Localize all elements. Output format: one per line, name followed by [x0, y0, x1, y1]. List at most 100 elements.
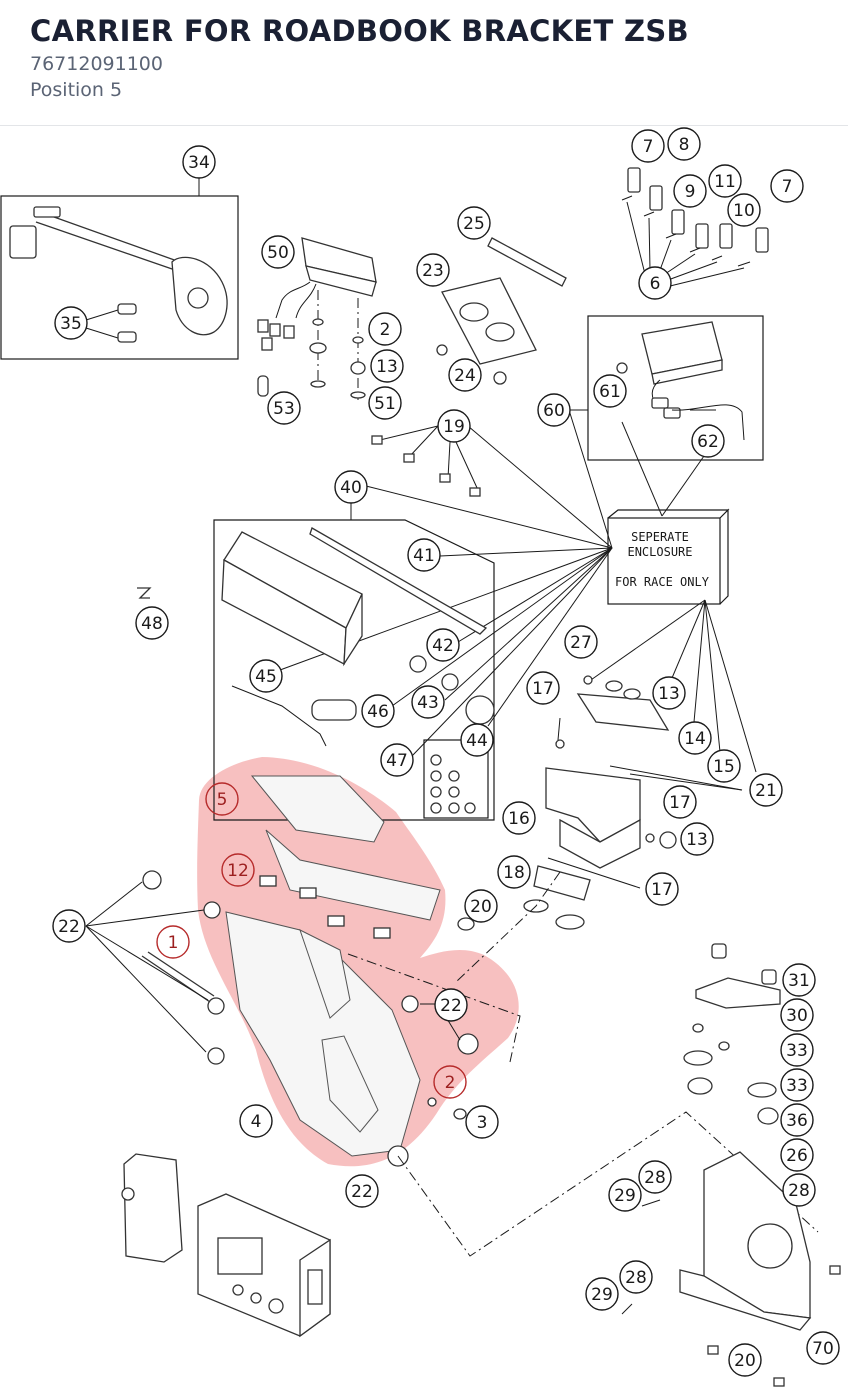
position-label: Position 5: [30, 79, 123, 101]
callout-20[interactable]: 20: [728, 1343, 762, 1377]
callout-30[interactable]: 30: [780, 998, 814, 1032]
callout-21[interactable]: 21: [749, 773, 783, 807]
callout-number: 47: [386, 751, 408, 771]
callout-13[interactable]: 13: [652, 676, 686, 710]
callout-40[interactable]: 40: [334, 470, 368, 504]
callout-25[interactable]: 25: [457, 206, 491, 240]
callout-number: 17: [532, 679, 554, 699]
callout-17[interactable]: 17: [663, 785, 697, 819]
callout-7[interactable]: 7: [770, 169, 804, 203]
callout-number: 20: [734, 1351, 756, 1371]
callout-number: 46: [367, 702, 389, 722]
callout-28[interactable]: 28: [782, 1173, 816, 1207]
callout-5[interactable]: 5: [205, 782, 239, 816]
callout-28[interactable]: 28: [619, 1260, 653, 1294]
part-5-carrier-drawing: [85, 775, 819, 1257]
callout-number: 36: [786, 1111, 808, 1131]
callout-62[interactable]: 62: [691, 424, 725, 458]
callout-22[interactable]: 22: [434, 988, 468, 1022]
callout-60[interactable]: 60: [537, 393, 571, 427]
callout-number: 18: [503, 863, 525, 883]
callout-70[interactable]: 70: [806, 1331, 840, 1365]
callout-41[interactable]: 41: [407, 538, 441, 572]
callout-number: 27: [570, 633, 592, 653]
callout-number: 33: [786, 1076, 808, 1096]
callout-13[interactable]: 13: [370, 349, 404, 383]
callout-2[interactable]: 2: [433, 1065, 467, 1099]
part-number: 76712091100: [30, 53, 163, 75]
callout-28[interactable]: 28: [638, 1160, 672, 1194]
callout-number: 19: [443, 417, 465, 437]
callout-31[interactable]: 31: [782, 963, 816, 997]
callout-33[interactable]: 33: [780, 1068, 814, 1102]
callout-61[interactable]: 61: [593, 374, 627, 408]
part-34-switch-group: [0, 178, 239, 360]
callout-15[interactable]: 15: [707, 749, 741, 783]
callout-number: 53: [273, 399, 295, 419]
callout-number: 22: [58, 917, 80, 937]
callout-11[interactable]: 11: [708, 164, 742, 198]
callout-27[interactable]: 27: [564, 625, 598, 659]
callout-6[interactable]: 6: [638, 266, 672, 300]
callout-2[interactable]: 2: [368, 312, 402, 346]
note-line-3: FOR RACE ONLY: [615, 575, 710, 589]
callout-number: 43: [417, 693, 439, 713]
callout-29[interactable]: 29: [585, 1277, 619, 1311]
callout-35[interactable]: 35: [54, 306, 88, 340]
callout-14[interactable]: 14: [678, 721, 712, 755]
callout-number: 44: [466, 731, 488, 751]
callout-17[interactable]: 17: [645, 872, 679, 906]
callout-53[interactable]: 53: [267, 391, 301, 425]
part-60-electronics-group: [568, 315, 764, 549]
callout-46[interactable]: 46: [361, 694, 395, 728]
callout-number: 25: [463, 214, 485, 234]
callout-number: 23: [422, 261, 444, 281]
callout-16[interactable]: 16: [502, 801, 536, 835]
callout-26[interactable]: 26: [780, 1138, 814, 1172]
callout-23[interactable]: 23: [416, 253, 450, 287]
callout-34[interactable]: 34: [182, 145, 216, 179]
part-6-connector-group: [621, 167, 769, 287]
callout-24[interactable]: 24: [448, 358, 482, 392]
callout-number: 48: [141, 614, 163, 634]
callout-22[interactable]: 22: [345, 1174, 379, 1208]
callout-12[interactable]: 12: [221, 853, 255, 887]
callout-number: 50: [267, 243, 289, 263]
callout-20[interactable]: 20: [464, 889, 498, 923]
callout-13[interactable]: 13: [680, 822, 714, 856]
callout-9[interactable]: 9: [673, 174, 707, 208]
callout-4[interactable]: 4: [239, 1104, 273, 1138]
callout-number: 28: [788, 1181, 810, 1201]
callout-number: 28: [625, 1268, 647, 1288]
callout-51[interactable]: 51: [368, 386, 402, 420]
callout-43[interactable]: 43: [411, 685, 445, 719]
callout-1[interactable]: 1: [156, 925, 190, 959]
callout-number: 6: [650, 274, 661, 294]
callout-10[interactable]: 10: [727, 193, 761, 227]
callout-50[interactable]: 50: [261, 235, 295, 269]
callout-22[interactable]: 22: [52, 909, 86, 943]
callout-number: 15: [713, 757, 735, 777]
callout-44[interactable]: 44: [460, 723, 494, 757]
part-19-screws: [371, 425, 481, 497]
callout-45[interactable]: 45: [249, 659, 283, 693]
callout-number: 29: [614, 1186, 636, 1206]
callout-number: 31: [788, 971, 810, 991]
callout-8[interactable]: 8: [667, 127, 701, 161]
callout-29[interactable]: 29: [608, 1178, 642, 1212]
callout-number: 28: [644, 1168, 666, 1188]
callout-18[interactable]: 18: [497, 855, 531, 889]
callout-17[interactable]: 17: [526, 671, 560, 705]
callout-3[interactable]: 3: [465, 1105, 499, 1139]
roadbook-controller-devices: [121, 1153, 331, 1338]
callout-number: 20: [470, 897, 492, 917]
callout-19[interactable]: 19: [437, 409, 471, 443]
callout-33[interactable]: 33: [780, 1033, 814, 1067]
callout-36[interactable]: 36: [780, 1103, 814, 1137]
callout-42[interactable]: 42: [426, 628, 460, 662]
callout-number: 13: [376, 357, 398, 377]
callout-48[interactable]: 48: [135, 606, 169, 640]
callout-7[interactable]: 7: [631, 129, 665, 163]
callout-47[interactable]: 47: [380, 743, 414, 777]
callout-number: 60: [543, 401, 565, 421]
